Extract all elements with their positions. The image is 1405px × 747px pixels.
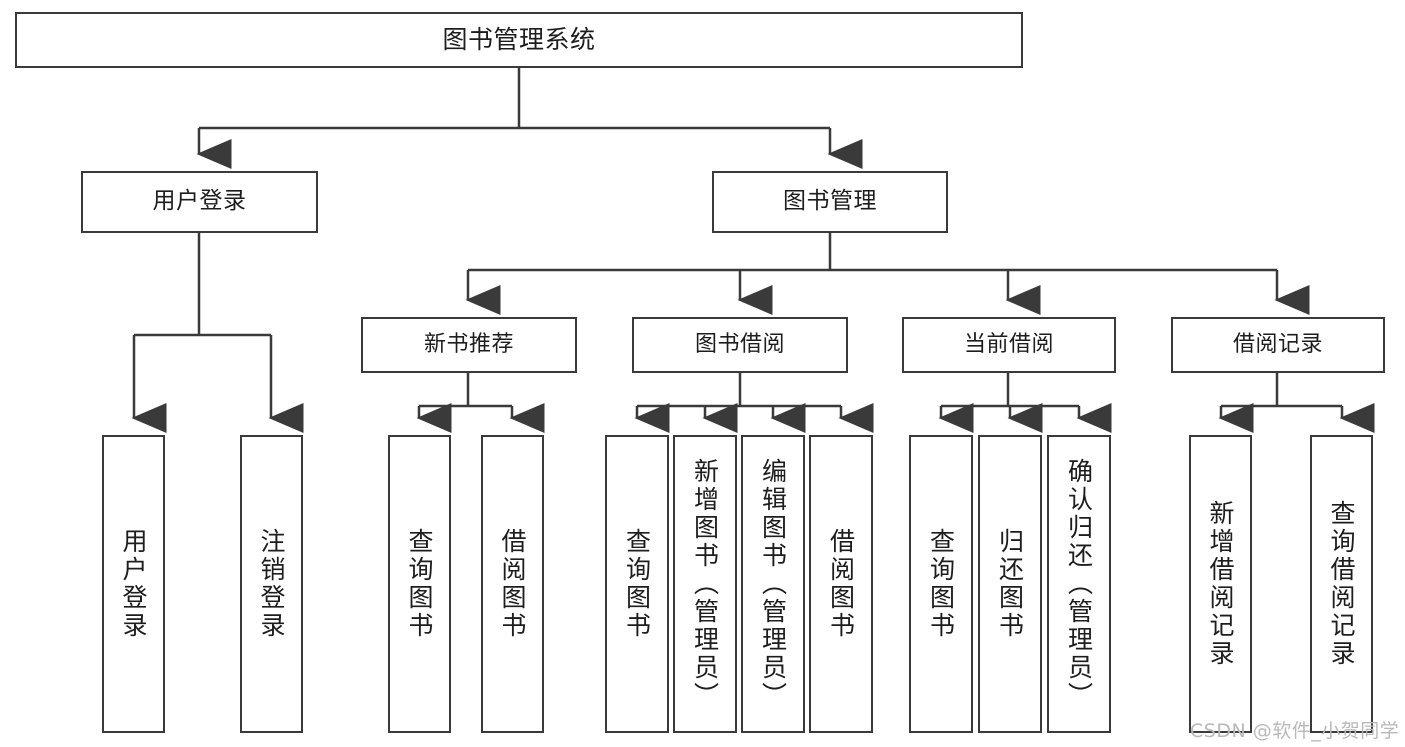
node-leaf-confirm-return-label: 确认归还（管理员） — [1064, 458, 1094, 710]
node-leaf-add-record[interactable]: 新增借阅记录 — [1189, 435, 1252, 733]
node-leaf-query-book-3-label: 查询图书 — [926, 528, 956, 640]
node-leaf-add-book[interactable]: 新增图书（管理员） — [673, 435, 737, 733]
node-leaf-confirm-return[interactable]: 确认归还（管理员） — [1047, 435, 1111, 733]
node-borrow-record-label: 借阅记录 — [1232, 332, 1323, 358]
node-leaf-user-login-label: 用户登录 — [119, 528, 148, 640]
node-leaf-query-book-1-label: 查询图书 — [405, 528, 434, 640]
node-book-manage-label: 图书管理 — [783, 188, 877, 215]
node-leaf-query-book-3[interactable]: 查询图书 — [909, 435, 973, 733]
node-current-borrow-label: 当前借阅 — [963, 332, 1054, 358]
node-leaf-borrow-book-1-label: 借阅图书 — [498, 528, 527, 640]
node-leaf-query-record-label: 查询借阅记录 — [1327, 500, 1356, 668]
node-root[interactable]: 图书管理系统 — [15, 12, 1023, 68]
node-book-manage[interactable]: 图书管理 — [712, 171, 948, 233]
node-leaf-add-record-label: 新增借阅记录 — [1206, 500, 1235, 668]
node-current-borrow[interactable]: 当前借阅 — [902, 317, 1116, 373]
node-leaf-user-login[interactable]: 用户登录 — [102, 435, 165, 733]
node-leaf-query-record[interactable]: 查询借阅记录 — [1310, 435, 1373, 733]
node-leaf-borrow-book-2[interactable]: 借阅图书 — [809, 435, 873, 733]
node-new-book-rec[interactable]: 新书推荐 — [361, 317, 577, 373]
node-user-login-label: 用户登录 — [152, 188, 247, 215]
node-leaf-borrow-book-1[interactable]: 借阅图书 — [481, 435, 544, 733]
csdn-watermark: CSDN @软件_小贺同学 — [1190, 720, 1400, 742]
node-leaf-user-logout[interactable]: 注销登录 — [240, 435, 303, 733]
node-leaf-return-book-label: 归还图书 — [995, 528, 1025, 640]
node-new-book-rec-label: 新书推荐 — [423, 332, 514, 358]
node-leaf-edit-book[interactable]: 编辑图书（管理员） — [741, 435, 805, 733]
node-leaf-user-logout-label: 注销登录 — [257, 528, 286, 640]
node-borrow-record[interactable]: 借阅记录 — [1171, 317, 1385, 373]
node-leaf-borrow-book-2-label: 借阅图书 — [826, 528, 856, 640]
node-book-borrow[interactable]: 图书借阅 — [632, 317, 848, 373]
node-leaf-edit-book-label: 编辑图书（管理员） — [758, 458, 788, 710]
node-leaf-add-book-label: 新增图书（管理员） — [690, 458, 720, 710]
node-leaf-query-book-1[interactable]: 查询图书 — [388, 435, 451, 733]
node-book-borrow-label: 图书借阅 — [694, 332, 785, 358]
node-leaf-return-book[interactable]: 归还图书 — [978, 435, 1042, 733]
node-user-login[interactable]: 用户登录 — [81, 171, 318, 233]
node-root-label: 图书管理系统 — [442, 25, 596, 55]
node-leaf-query-book-2-label: 查询图书 — [622, 528, 652, 640]
node-leaf-query-book-2[interactable]: 查询图书 — [605, 435, 669, 733]
